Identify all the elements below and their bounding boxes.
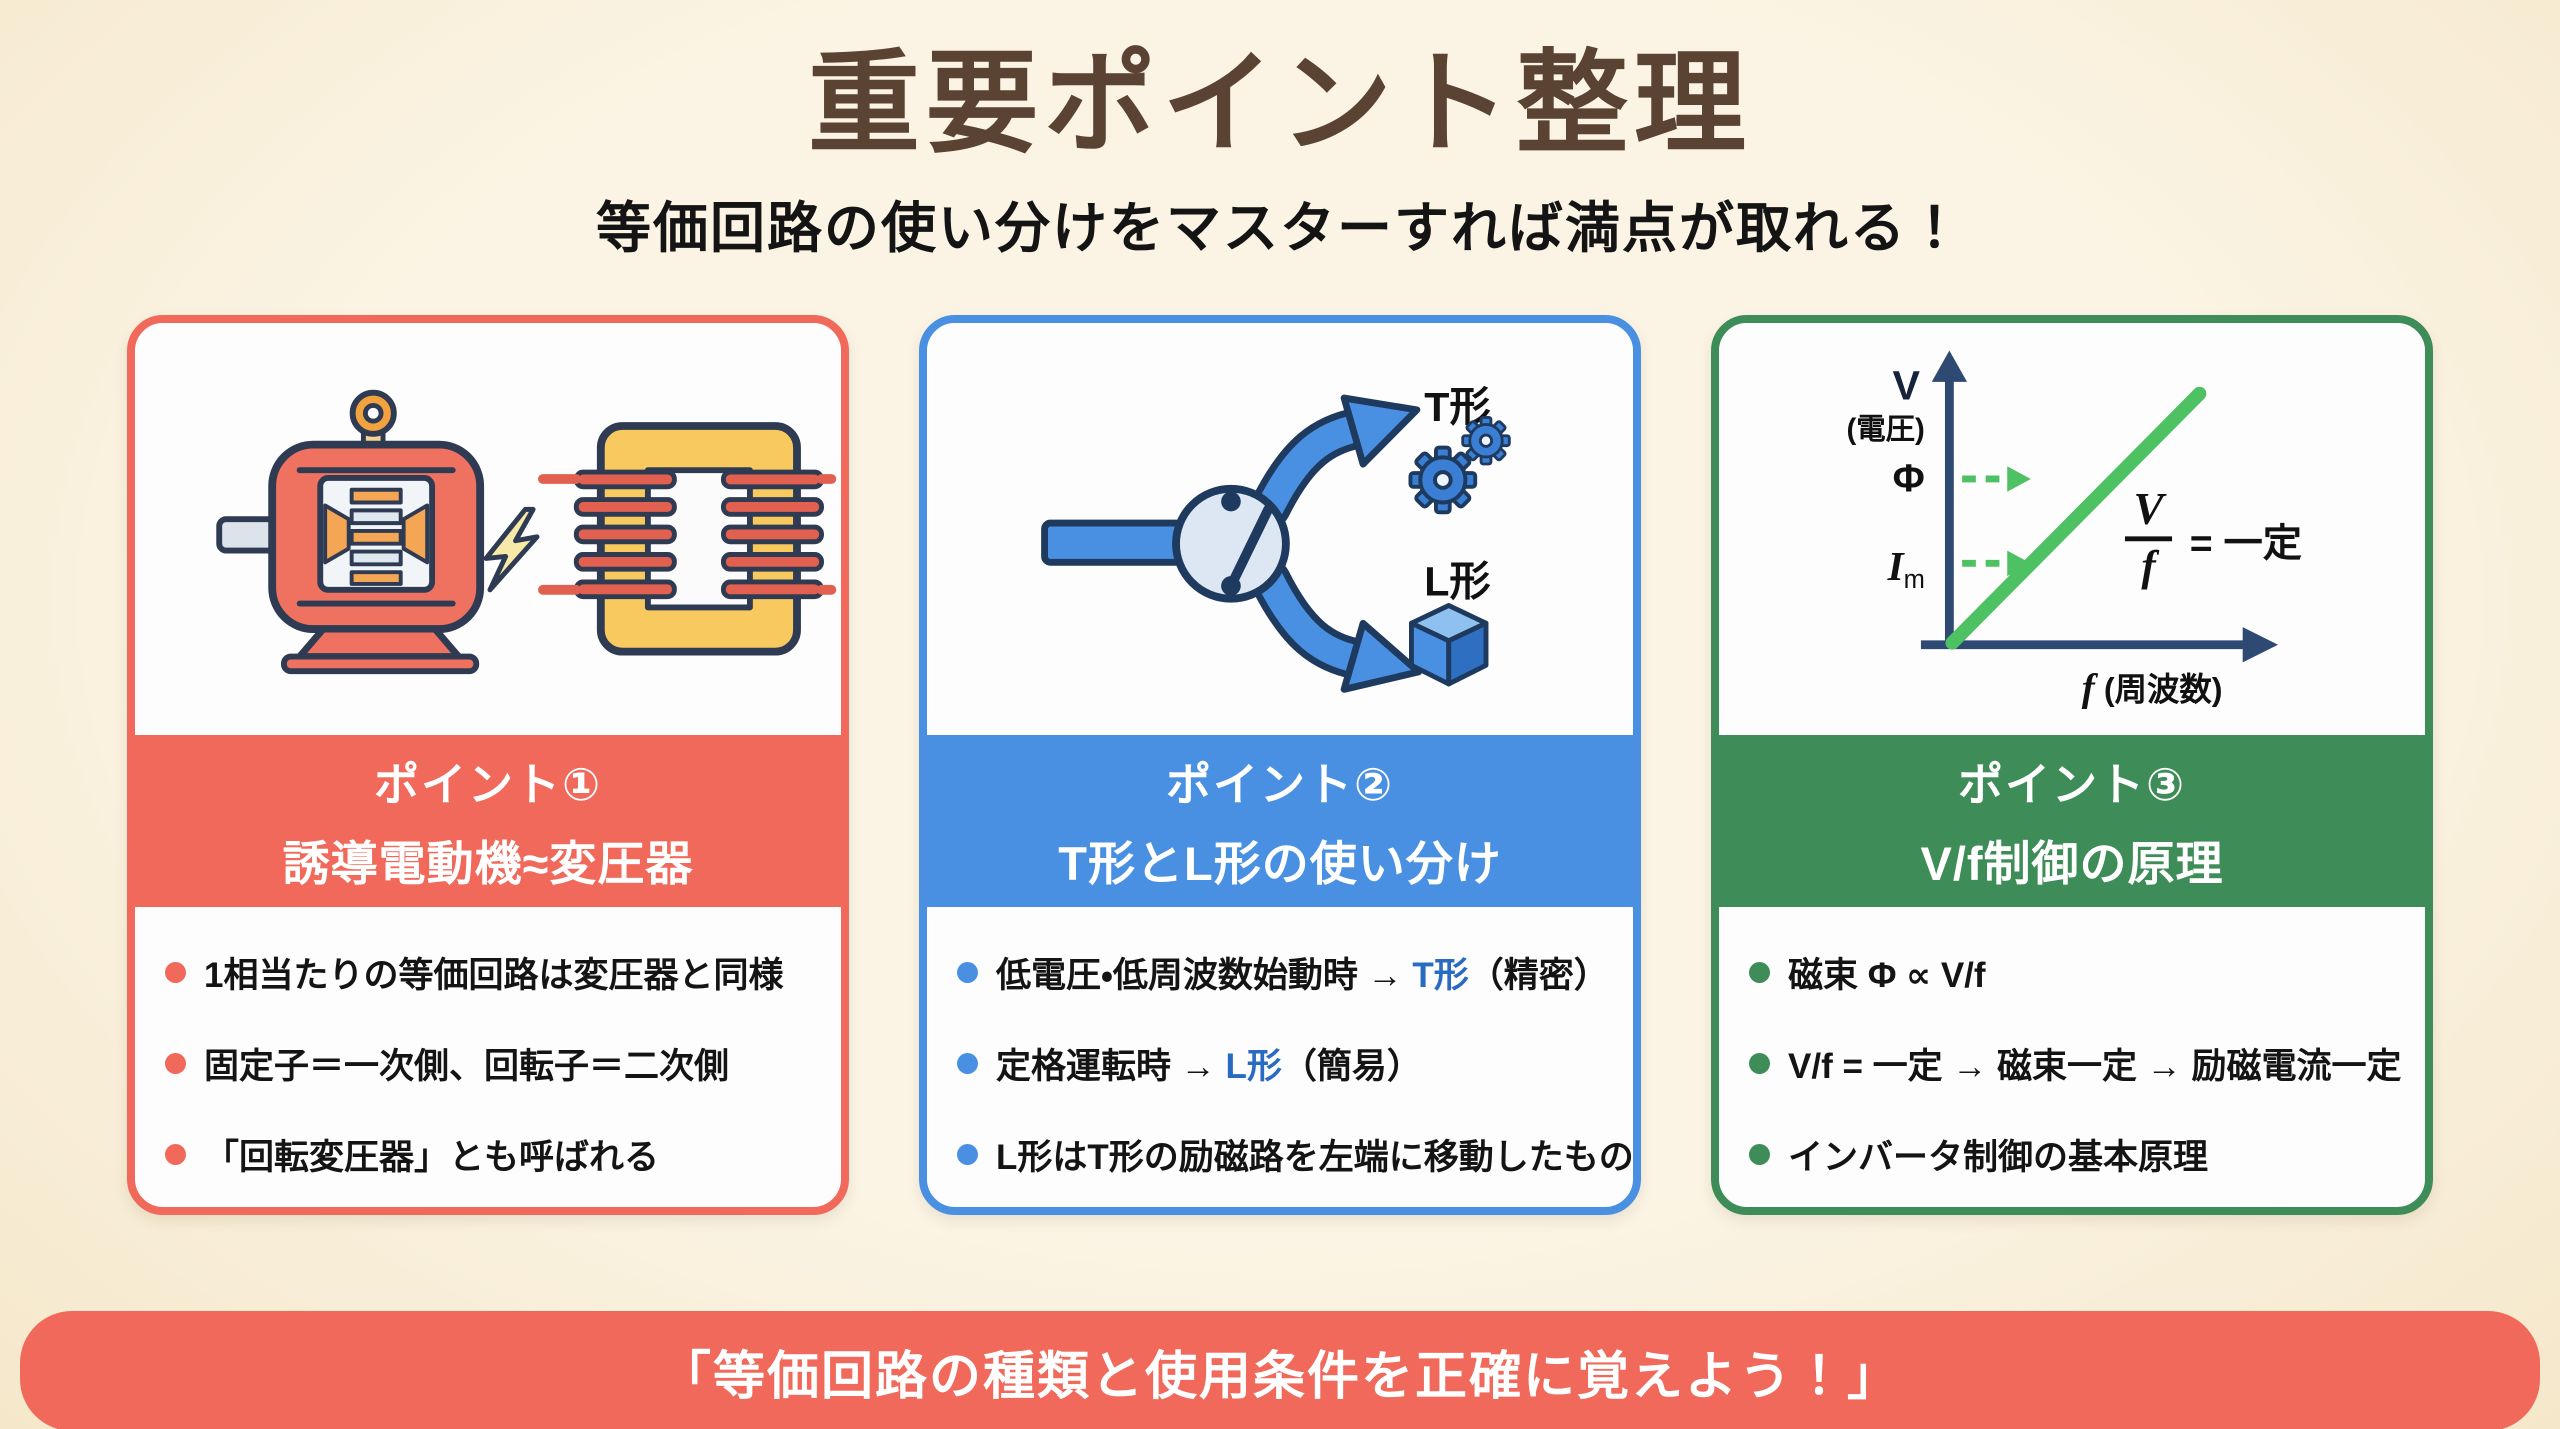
rotor-right-wedge xyxy=(401,503,430,565)
bullet-text: 磁束 Φ ∝ V/f xyxy=(1788,955,1986,995)
footer-banner-text: 「等価回路の種類と使用条件を正確に覚えよう！」 xyxy=(658,1347,1901,1406)
cube-icon xyxy=(1408,602,1489,687)
card1-header: ポイント① 誘導電動機≈変圧器 xyxy=(135,734,841,907)
bullet-dot xyxy=(165,1143,186,1165)
upper-arrowhead xyxy=(1340,394,1421,468)
bullet-list: 1相当たりの等価回路は変圧器と同様固定子＝一次側、回転子＝二次側「回転変圧器」と… xyxy=(135,907,841,1180)
bullet-dot xyxy=(1749,1143,1770,1165)
bullet-item: 定格運転時 → L形（簡易） xyxy=(957,1038,1605,1089)
cards-row: ポイント① 誘導電動機≈変圧器 1相当たりの等価回路は変圧器と同様固定子＝一次側… xyxy=(0,314,2560,1215)
x-axis-arrowhead xyxy=(2242,626,2278,663)
bullet-dot xyxy=(957,1052,978,1074)
rotor-lamination xyxy=(349,569,403,586)
branch-diagram-illustration: T形 L形 xyxy=(927,322,1633,735)
page-title: 重要ポイント整理 xyxy=(808,41,1752,166)
card3-header: ポイント③ V/f制御の原理 xyxy=(1719,734,2425,907)
bullet-item: 低電圧・低周波数始動時 → T形（精密） xyxy=(957,947,1609,998)
bullet-item: 磁束 Φ ∝ V/f xyxy=(1749,947,2397,998)
bullet-text: 「回転変圧器」とも呼ばれる xyxy=(204,1137,660,1177)
bullet-dot xyxy=(165,961,186,983)
bullet-item: V/f = 一定 → 磁束一定 → 励磁電流一定 xyxy=(1749,1038,2402,1089)
lower-arrowhead xyxy=(1340,619,1422,693)
card1-header-line1: ポイント① xyxy=(373,758,603,810)
t-type-label: T形 xyxy=(1424,384,1490,430)
bullet-text: V/f = 一定 → 磁束一定 → 励磁電流一定 xyxy=(1788,1046,2402,1086)
vf-graph-illustration: V (電圧) Φ Im f (周波数) V f = 一定 xyxy=(1719,322,2425,735)
card2-header-line2: T形とL形の使い分け xyxy=(1058,836,1502,890)
card3-header-line2: V/f制御の原理 xyxy=(1920,836,2224,890)
card3-header-line1: ポイント③ xyxy=(1957,758,2187,810)
y-axis-label: V xyxy=(1892,362,1920,408)
vf-line xyxy=(1945,386,2207,650)
gear-icon xyxy=(1461,415,1511,466)
switch-lever xyxy=(1226,504,1274,591)
switch-contact-top xyxy=(1221,491,1241,512)
card-point3: V (電圧) Φ Im f (周波数) V f = 一定 xyxy=(1711,314,2433,1215)
bullet-item: インバータ制御の基本原理 xyxy=(1749,1129,2397,1180)
motor-transformer-svg xyxy=(216,389,837,674)
formula-rhs: = 一定 xyxy=(2190,521,2302,565)
x-axis-label: f (周波数) xyxy=(2082,666,2223,709)
card2-header: ポイント② T形とL形の使い分け xyxy=(927,734,1633,907)
vf-graph-svg: V (電圧) Φ Im f (周波数) V f = 一定 xyxy=(1846,350,2302,709)
y-axis-sublabel: (電圧) xyxy=(1846,413,1924,446)
bullet-list: 低電圧・低周波数始動時 → T形（精密） 定格運転時 → L形（簡易） L形はT形の… xyxy=(927,907,1633,1180)
motor-shaft xyxy=(216,516,280,554)
bullet-text: インバータ制御の基本原理 xyxy=(1788,1137,2209,1177)
eye-bolt-hole xyxy=(362,402,384,424)
gear-icon xyxy=(1408,445,1478,515)
rotor-lamination xyxy=(349,487,403,505)
motor-transformer-illustration xyxy=(135,322,841,735)
bullet-item: 「回転変圧器」とも呼ばれる xyxy=(165,1129,813,1180)
secondary-coil xyxy=(720,469,824,599)
bullet-text: 1相当たりの等価回路は変圧器と同様 xyxy=(204,955,784,995)
branch-diagram-svg: T形 L形 xyxy=(1041,384,1511,693)
primary-coil xyxy=(573,469,677,599)
bullet-text: 定格運転時 → L形（簡易） xyxy=(996,1046,1422,1086)
card2-header-line1: ポイント② xyxy=(1165,758,1395,810)
card1-header-line2: 誘導電動機≈変圧器 xyxy=(282,836,694,890)
bullet-dot xyxy=(1749,961,1770,983)
card-point1: ポイント① 誘導電動機≈変圧器 1相当たりの等価回路は変圧器と同様固定子＝一次側… xyxy=(127,314,849,1215)
bullet-dot xyxy=(957,961,978,983)
selector-switch-icon xyxy=(1172,484,1290,603)
bullet-dot xyxy=(1749,1052,1770,1074)
y-axis-arrowhead xyxy=(1931,350,1968,382)
current-arrowhead xyxy=(2007,550,2031,576)
bullet-dot xyxy=(957,1143,978,1165)
bullet-item: 1相当たりの等価回路は変圧器と同様 xyxy=(165,947,813,998)
bullet-text: 低電圧・低周波数始動時 → T形（精密） xyxy=(996,955,1609,995)
bullet-item: 固定子＝一次側、回転子＝二次側 xyxy=(165,1038,813,1089)
flux-arrowhead xyxy=(2007,466,2031,492)
bullet-item: L形はT形の励磁路を左端に移動したもの xyxy=(957,1129,1633,1180)
rotor-lamination xyxy=(349,508,403,525)
bullet-text: L形はT形の励磁路を左端に移動したもの xyxy=(996,1137,1634,1177)
rotor-lamination xyxy=(349,549,403,567)
flux-label: Φ xyxy=(1893,457,1925,501)
l-type-label: L形 xyxy=(1424,559,1490,605)
rotor-left-wedge xyxy=(323,503,351,565)
motor-pedestal xyxy=(296,625,463,660)
upper-branch xyxy=(1256,414,1373,521)
page-subtitle: 等価回路の使い分けをマスターすれば満点が取れる！ xyxy=(595,196,1964,259)
motor-base-plate xyxy=(281,653,480,674)
bullet-dot xyxy=(165,1052,186,1074)
rotor-lamination xyxy=(349,528,403,546)
lower-branch xyxy=(1256,566,1373,673)
footer-banner: 「等価回路の種類と使用条件を正確に覚えよう！」 xyxy=(20,1311,2540,1429)
card-point2: T形 L形 ポイント② T形とL形の使い分け 低電圧・低周波数始動時 → T形（… xyxy=(919,314,1641,1215)
bullet-text: 固定子＝一次側、回転子＝二次側 xyxy=(204,1046,730,1086)
input-pipe xyxy=(1041,519,1186,566)
formula-denominator: f xyxy=(2141,543,2159,590)
lightning-bolt-icon xyxy=(483,506,540,593)
magnetizing-current-label: Im xyxy=(1887,543,1925,594)
formula-numerator: V xyxy=(2133,484,2167,534)
